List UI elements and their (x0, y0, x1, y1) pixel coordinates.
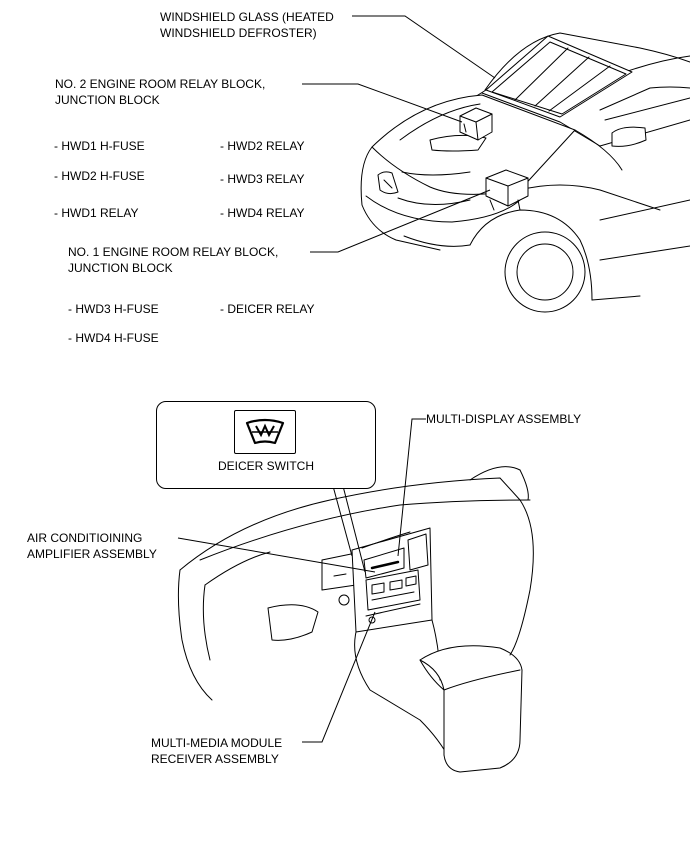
no1-block-label: NO. 1 ENGINE ROOM RELAY BLOCK, JUNCTION … (68, 245, 279, 275)
air-cond-label: AIR CONDITIOINING AMPLIFIER ASSEMBLY (27, 531, 157, 561)
windshield-leader-line (352, 15, 496, 79)
no1-relay-block (485, 169, 529, 207)
no1-leader-line (310, 189, 491, 253)
no2-item: - HWD2 RELAY (220, 139, 305, 153)
multi-display-leader-line (397, 418, 426, 557)
no2-leader-line (302, 83, 463, 123)
no2-item: - HWD1 RELAY (54, 206, 139, 220)
no2-item: - HWD4 RELAY (220, 206, 305, 220)
no2-item: - HWD2 H-FUSE (54, 169, 145, 183)
multimedia-leader-line (302, 611, 376, 743)
no1-item: - DEICER RELAY (220, 302, 315, 316)
no2-item: - HWD1 H-FUSE (54, 139, 145, 153)
no1-item: - HWD4 H-FUSE (68, 331, 159, 345)
multimedia-label: MULTI-MEDIA MODULE RECEIVER ASSEMBLY (151, 736, 283, 766)
air-cond-leader-line (177, 537, 376, 573)
no1-item: - HWD3 H-FUSE (68, 302, 159, 316)
multi-display-label: MULTI-DISPLAY ASSEMBLY (426, 412, 582, 426)
dashboard-drawing (177, 466, 534, 773)
deicer-switch-leader-line (332, 485, 353, 557)
windshield-glass (485, 35, 633, 118)
deicer-switch-callout: DEICER SWITCH (156, 401, 376, 489)
no2-item: - HWD3 RELAY (220, 172, 305, 186)
windshield-deicer-icon (234, 410, 296, 454)
vehicle-exterior-drawing (360, 32, 690, 313)
windshield-label: WINDSHIELD GLASS (HEATED WINDSHIELD DEFR… (160, 10, 334, 40)
deicer-switch-label: DEICER SWITCH (218, 459, 314, 473)
center-stack (351, 527, 433, 633)
no2-block-label: NO. 2 ENGINE ROOM RELAY BLOCK, JUNCTION … (55, 77, 266, 107)
